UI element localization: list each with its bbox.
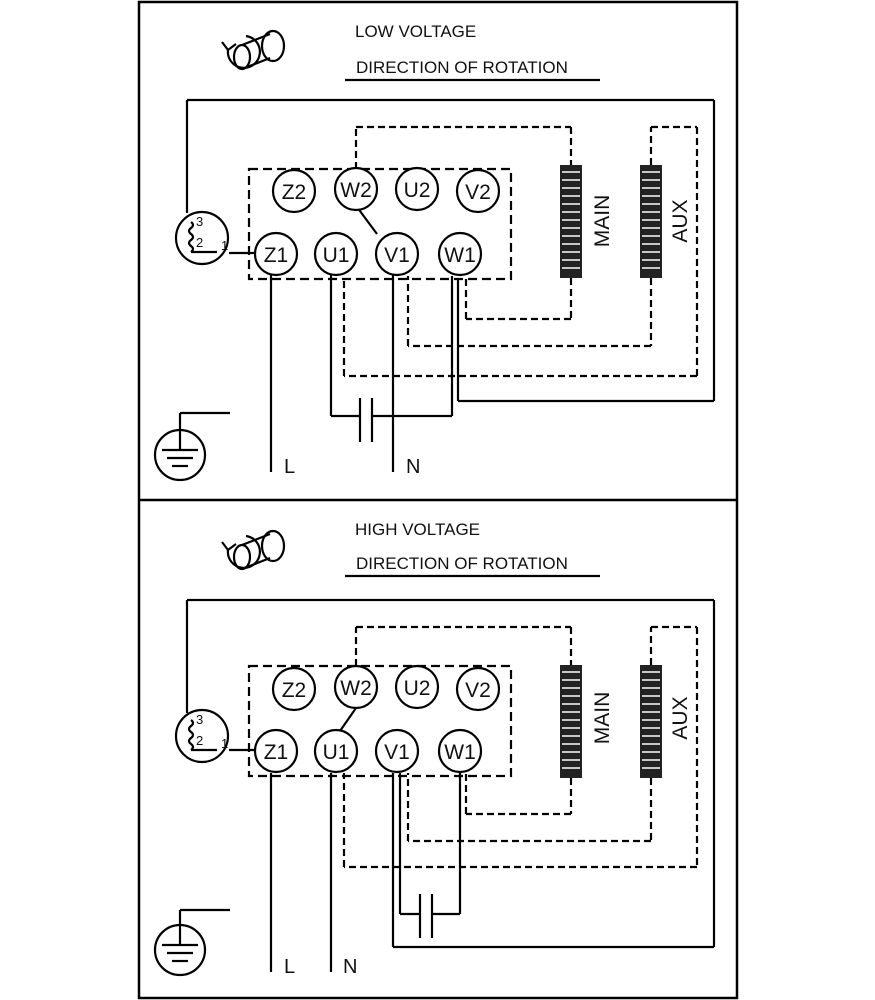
aux-label: AUX	[669, 696, 692, 739]
terminal-label: Z2	[282, 181, 307, 204]
terminal-label: U1	[323, 741, 350, 764]
protector-pin: 3	[196, 214, 203, 229]
terminal-label: W2	[340, 179, 372, 202]
terminal	[455, 666, 501, 712]
terminal	[437, 728, 483, 774]
protector-pin: 1	[221, 238, 228, 253]
terminal	[455, 168, 501, 214]
terminal-box	[247, 664, 513, 778]
terminal-label: Z1	[264, 741, 289, 764]
ground-symbol	[153, 908, 230, 977]
protector-pin: 2	[196, 235, 203, 250]
supply-label-l: L	[284, 456, 295, 478]
terminal-label: W1	[444, 741, 476, 764]
panel-high-voltage: HIGH VOLTAGE DIRECTION OF ROTATION	[153, 520, 716, 978]
supply-label-n: N	[343, 956, 357, 978]
terminal	[253, 231, 299, 277]
terminal	[374, 728, 420, 774]
terminal	[437, 231, 483, 277]
terminal-label: V1	[384, 244, 410, 267]
protector-pin: 3	[196, 712, 203, 727]
supply-label-n: N	[406, 456, 420, 478]
main-winding	[560, 165, 582, 278]
rotation-icon	[221, 529, 286, 571]
terminal-box	[247, 167, 513, 281]
rotation-icon	[221, 29, 286, 71]
terminal-label: Z2	[282, 679, 307, 702]
terminal	[313, 231, 359, 277]
terminal	[374, 231, 420, 277]
terminal-label: V1	[384, 741, 410, 764]
terminal-label: V2	[465, 679, 491, 702]
terminal-label: Z1	[264, 244, 289, 267]
protector-pin: 2	[196, 733, 203, 748]
protector-pin: 1	[221, 736, 228, 751]
panel-subtitle: DIRECTION OF ROTATION	[356, 554, 568, 573]
terminal	[333, 166, 379, 212]
terminal	[313, 728, 359, 774]
aux-winding	[640, 165, 662, 278]
ground-symbol	[153, 411, 230, 482]
supply-label-l: L	[284, 956, 295, 978]
panel-low-voltage: LOW VOLTAGE DIRECTION OF ROTATION	[153, 22, 716, 482]
main-winding	[560, 665, 582, 778]
aux-winding	[640, 665, 662, 778]
terminal	[394, 166, 440, 212]
terminal	[271, 666, 317, 712]
terminal-label: U2	[404, 179, 431, 202]
terminal-label: W1	[444, 244, 476, 267]
terminal-label: V2	[465, 181, 491, 204]
terminal	[333, 664, 379, 710]
panel-title: LOW VOLTAGE	[355, 22, 476, 41]
terminal	[253, 728, 299, 774]
aux-label: AUX	[669, 199, 692, 242]
terminal-label: U2	[404, 677, 431, 700]
panel-subtitle: DIRECTION OF ROTATION	[356, 58, 568, 77]
terminal-label: U1	[323, 244, 350, 267]
main-label: MAIN	[591, 692, 614, 745]
panel-title: HIGH VOLTAGE	[355, 520, 480, 539]
terminal-label: W2	[340, 677, 372, 700]
terminal	[271, 168, 317, 214]
main-label: MAIN	[591, 195, 614, 248]
terminal	[394, 664, 440, 710]
